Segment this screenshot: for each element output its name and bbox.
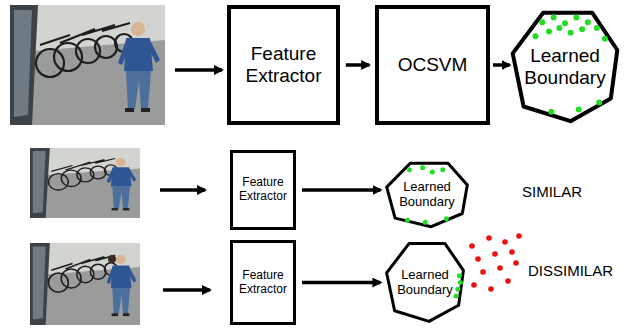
inlier-dot — [458, 280, 463, 285]
inlier-dot — [585, 19, 591, 25]
inlier-dot — [562, 20, 568, 26]
inlier-dot — [576, 107, 582, 113]
result-label: SIMILAR — [522, 183, 582, 200]
node-text: Feature Extractor — [234, 43, 333, 87]
flow-arrow — [493, 63, 510, 67]
process-box: Feature Extractor — [227, 5, 340, 125]
heptagon-shape — [513, 13, 618, 121]
inlier-dot — [455, 287, 460, 292]
outlier-dots — [469, 233, 522, 292]
process-box: Feature Extractor — [230, 150, 296, 230]
heptagon-shape — [387, 163, 468, 226]
inlier-dot — [454, 294, 459, 299]
node-text: Feature Extractor — [236, 269, 290, 297]
result-label: DISSIMILAR — [528, 262, 613, 279]
camera-photo — [30, 148, 140, 218]
flow-arrow — [346, 63, 369, 67]
inlier-dot — [594, 25, 600, 31]
flow-arrow — [302, 188, 381, 192]
input-arrow — [175, 68, 222, 72]
inlier-dot — [568, 30, 574, 36]
inlier-dot — [440, 167, 445, 172]
process-box: OCSVM — [375, 5, 490, 125]
inlier-dot — [546, 29, 552, 35]
inlier-dot — [548, 109, 554, 115]
boundary-heptagon: Learned Boundary — [508, 8, 622, 126]
input-arrow — [163, 288, 210, 292]
camera-photo — [10, 5, 165, 125]
inlier-dot — [579, 26, 585, 32]
flow-arrow — [302, 281, 380, 285]
input-arrow — [160, 188, 205, 192]
node-text: Feature Extractor — [236, 176, 290, 204]
inlier-dot — [596, 99, 602, 105]
inlier-dot — [602, 36, 608, 42]
hair-detail — [108, 255, 116, 263]
inlier-dot — [420, 165, 425, 170]
node-text: OCSVM — [398, 54, 468, 76]
boundary-heptagon: Learned Boundary — [383, 240, 467, 325]
node-text: Learned Boundary — [395, 180, 459, 210]
node-text: Learned Boundary — [395, 268, 455, 298]
node-text: Learned Boundary — [524, 45, 606, 89]
heptagon-shape — [387, 244, 464, 322]
inlier-dot — [444, 216, 449, 221]
inlier-dot — [539, 19, 545, 25]
inlier-dot — [532, 33, 538, 39]
camera-photo — [30, 243, 140, 325]
inlier-dot — [405, 218, 410, 223]
inlier-dot — [407, 167, 412, 172]
inlier-dot — [430, 169, 435, 174]
process-box: Feature Extractor — [230, 240, 296, 325]
inlier-dot — [551, 14, 557, 20]
inlier-dot — [457, 273, 462, 278]
inlier-dot — [556, 25, 562, 31]
boundary-heptagon: Learned Boundary — [383, 160, 471, 230]
inlier-dot — [573, 14, 579, 20]
photo-frame — [10, 5, 165, 125]
inlier-dot — [423, 220, 428, 225]
